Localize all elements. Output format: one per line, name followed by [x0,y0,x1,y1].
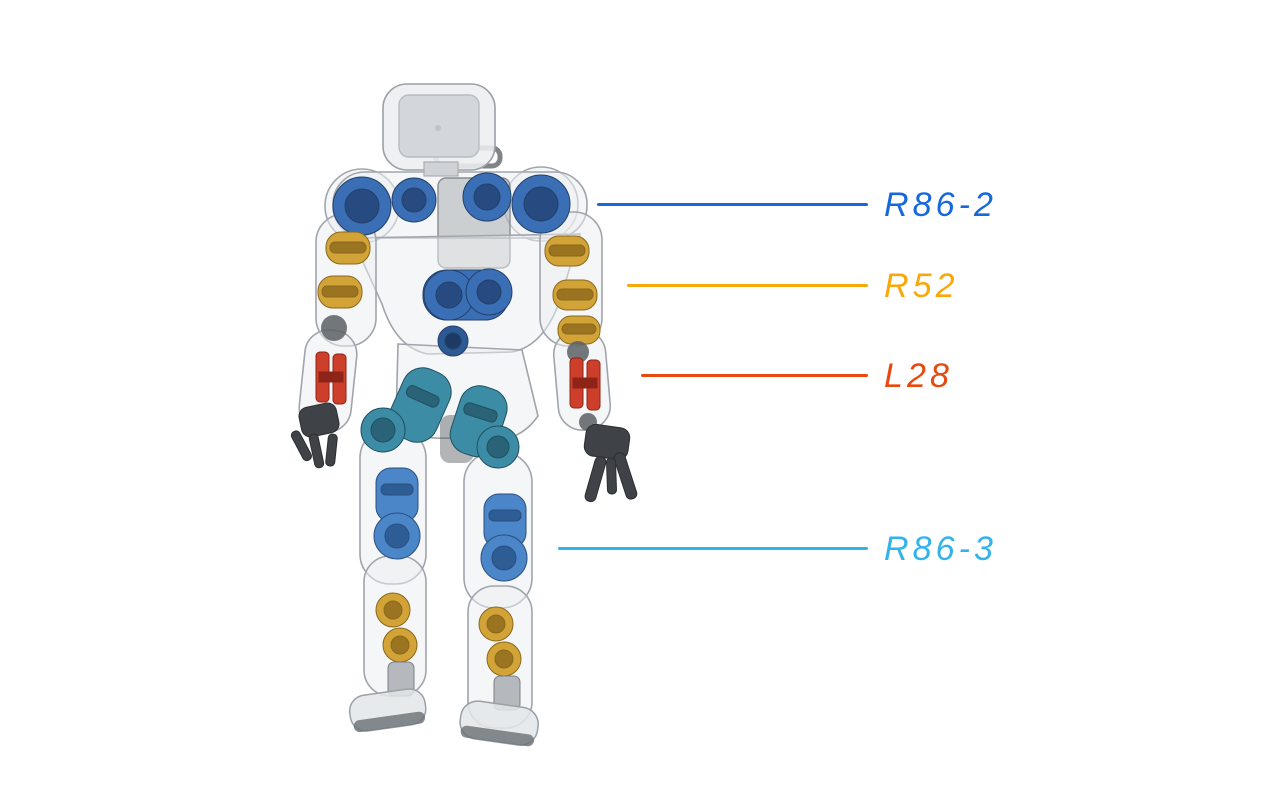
waist-actuators [422,268,513,357]
arm-actuators-gold [317,231,601,345]
robot-hands [290,402,638,503]
forearm-actuators [315,351,601,411]
hip-actuators [360,367,520,469]
knee-actuators [373,467,528,582]
robot-feet [348,661,539,747]
robot-head [382,83,503,177]
shoulder-actuators [332,172,571,236]
